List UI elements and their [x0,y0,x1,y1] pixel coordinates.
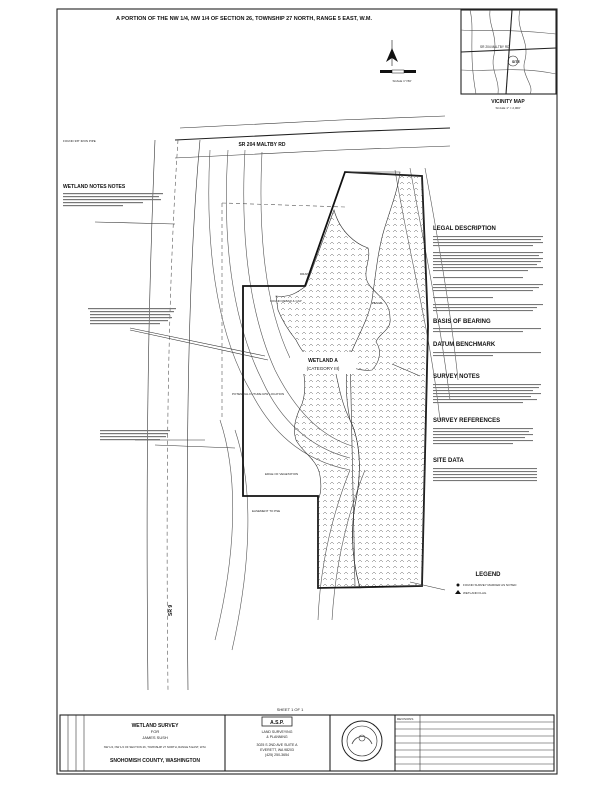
vicinity-map-title: VICINITY MAP [491,99,525,105]
wetland-label: WETLAND A (CATEGORY III) [290,352,356,374]
road-label: SR 204 MALTBY RD [238,142,285,148]
surveyor-seal-icon [341,720,383,762]
scale-bar-label: SCALE 1"=50' [392,79,411,83]
rebar-note: FOUND REBAR & CAP [270,299,302,303]
drain-note: DRAIN [300,272,309,276]
boundary-tie-line [221,202,346,208]
datum-header: DATUM BENCHMARK [433,342,496,348]
firm-line1: LAND SURVEYING [262,730,293,734]
sheet-label: SHEET 1 OF 1 [277,707,304,712]
firm-line2: & PLANNING [266,735,287,739]
title-block: WETLAND SURVEY FOR JAMES SUSH NW 1/4, NW… [67,715,554,771]
basis-of-bearing-header: BASIS OF BEARING [433,319,491,325]
project-county: SNOHOMISH COUNTY, WASHINGTON [110,758,200,764]
vicinity-site-label: SITE [512,60,520,64]
highway-label: SR 9 [168,605,174,616]
marker-note-text [100,430,170,441]
fence-note: FENCE [372,301,382,305]
wetland-category: (CATEGORY III) [307,366,340,371]
wetland-notes-text [63,193,163,207]
road-sr204: SR 204 MALTBY RD [174,115,451,159]
site-data-header: SITE DATA [433,458,464,464]
vicinity-road-label: SR 204 MALTBY RD [480,45,510,49]
project-location: NW 1/4, NW 1/4 OF SECTION 26, TOWNSHIP 2… [104,745,207,749]
legal-description-header: LEGAL DESCRIPTION [433,226,496,232]
wetland-notes-header: WETLAND NOTES NOTES [63,184,126,190]
firm-address: 3025 S 2ND AVE SUITE A [257,743,299,747]
vicinity-map-scale: SCALE 1" = 2,000' [496,106,521,110]
firm-logo-icon [261,716,293,727]
revisions-header: REVISIONS [397,717,413,721]
highway-sr9: SR 9 [146,139,201,691]
firm-logo-text: A.S.P. [270,720,284,726]
legend-flag-label: WETLAND FLAG [463,591,487,595]
survey-notes-header: SURVEY NOTES [433,374,480,380]
sheet-title: A PORTION OF THE NW 1/4, NW 1/4 OF SECTI… [116,16,372,22]
monument-note: FOUND 3/8" IRON PIPE [63,139,96,143]
legend-header: LEGEND [475,572,501,578]
project-title: WETLAND SURVEY [132,723,180,729]
scale-bar: SCALE 1"=50' [380,69,416,83]
vicinity-map: SR 204 MALTBY RD SITE [460,9,557,95]
wetland-east-area [344,171,429,589]
legend-marker-label: FOUND SURVEY MARKER AS NOTED [463,583,517,587]
buffer-note-text [88,308,176,325]
project-client: JAMES SUSH [142,735,168,740]
vegetation-note: EDGE OF VEGETATION [265,472,298,476]
project-for: FOR [151,729,160,734]
survey-references-header: SURVEY REFERENCES [433,418,500,424]
easement-note: EASEMENT TO PSE [252,509,280,513]
north-arrow-icon [386,40,398,66]
firm-city: EVERETT, WA 98203 [260,748,294,752]
wetland-name: WETLAND A [308,358,338,364]
sheet-border [56,8,558,775]
firm-phone: (425) 250-3654 [265,753,289,757]
notes-column: LEGAL DESCRIPTION BASIS OF BEARING DATUM… [433,226,543,595]
potential-feature-note: POTENTIAL FUTURE R/W LOCATION [232,392,284,396]
